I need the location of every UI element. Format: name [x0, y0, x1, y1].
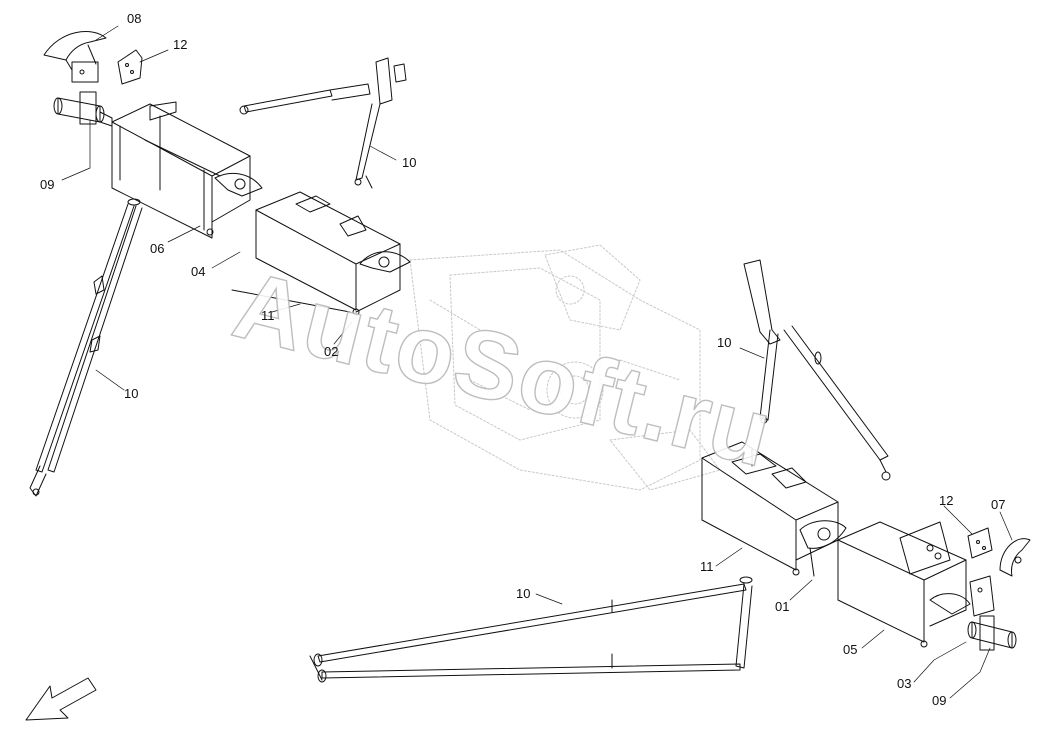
callout-11-left: 11 [261, 308, 275, 323]
callout-07: 07 [991, 497, 1006, 512]
callout-08: 08 [127, 11, 142, 26]
callout-09-left: 09 [40, 177, 55, 192]
part-10-left-link [29, 198, 143, 497]
callout-09-right: 09 [932, 693, 947, 708]
part-01-blade [799, 520, 847, 577]
callout-03: 03 [897, 676, 912, 691]
leader-lines [61, 25, 1013, 699]
background-machine [409, 244, 721, 491]
callout-01: 01 [775, 599, 790, 614]
part-04-box [255, 191, 411, 316]
callout-10-top: 10 [402, 155, 417, 170]
part-12-plate [117, 49, 143, 85]
part-03-hub [967, 575, 1017, 651]
part-11-left-rod [231, 289, 351, 313]
part-06-box [111, 101, 263, 239]
part-07-blade [999, 538, 1031, 577]
callout-11-right: 11 [700, 559, 714, 574]
callout-10-right: 10 [717, 335, 732, 350]
callout-12-right: 12 [939, 493, 954, 508]
callout-10-left: 10 [124, 386, 139, 401]
part-08-blade [43, 31, 107, 83]
part-05-box [837, 521, 971, 648]
part-10-bottom-link [309, 576, 753, 683]
direction-arrow-icon [25, 677, 97, 721]
callout-04: 04 [191, 264, 206, 279]
part-09-hub [53, 91, 113, 127]
callout-10-bottom: 10 [516, 586, 531, 601]
part-10-top-link [239, 57, 407, 189]
part-10-right-link [743, 259, 891, 481]
callout-12-top: 12 [173, 37, 188, 52]
callout-05: 05 [843, 642, 858, 657]
callout-02: 02 [324, 344, 339, 359]
part-12-right-plate [967, 527, 993, 559]
callout-06: 06 [150, 241, 165, 256]
